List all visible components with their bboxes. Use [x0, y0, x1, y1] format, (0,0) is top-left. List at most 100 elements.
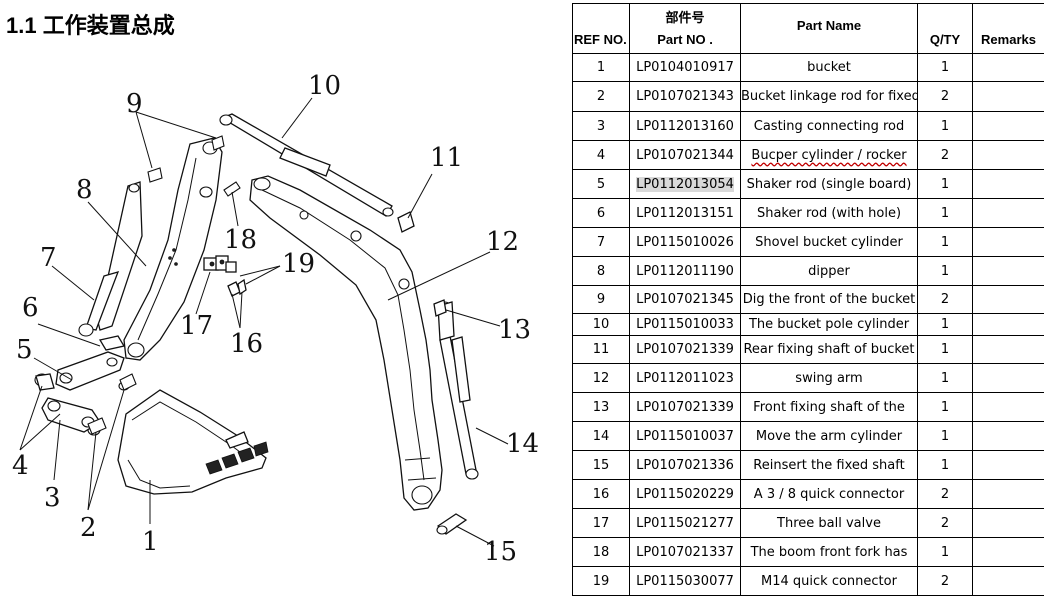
table-row: 5 LP0112013054 Shaker rod (single board)… — [572, 169, 1044, 199]
cell-part-no: LP0107021337 — [629, 537, 741, 567]
callout-1: 1 — [142, 527, 159, 557]
cell-remarks — [972, 566, 1044, 596]
cell-ref: 1 — [572, 53, 630, 82]
boom-fork-pin-drawing — [223, 181, 241, 197]
table-row: 6 LP0112013151 Shaker rod (with hole) 1 — [572, 198, 1044, 228]
cell-part-name: Dig the front of the bucket — [740, 285, 918, 314]
swing-arm-drawing — [249, 175, 443, 511]
cell-qty: 1 — [917, 198, 973, 228]
table-header-row: REF NO. 部件号 Part NO . Part Name Q/TY Rem… — [572, 3, 1044, 54]
part-name-text: Bucper cylinder / rocker — [751, 147, 907, 163]
table-row: 13 LP0107021339 Front fixing shaft of th… — [572, 392, 1044, 422]
cell-part-no: LP0115010037 — [629, 421, 741, 451]
cell-remarks — [972, 363, 1044, 393]
callout-numbers: 1 2 3 4 5 6 7 8 9 10 11 12 13 14 15 16 1… — [12, 71, 539, 567]
cell-remarks — [972, 140, 1044, 170]
cell-part-no: LP0112013160 — [629, 111, 741, 141]
callout-10: 10 — [308, 71, 341, 101]
callout-15: 15 — [484, 537, 517, 567]
header-qty: Q/TY — [917, 3, 973, 54]
cell-ref: 16 — [572, 479, 630, 509]
shaker-rods-drawing — [55, 335, 126, 391]
bucket-drawing — [117, 389, 269, 495]
selected-part-no-text: LP0112013054 — [636, 176, 734, 192]
callout-13: 13 — [498, 315, 531, 345]
bucket-pole-cylinder-drawing — [219, 113, 394, 217]
cell-part-name: M14 quick connector — [740, 566, 918, 596]
bucket-front-pins-drawing — [147, 135, 225, 183]
cell-ref: 14 — [572, 421, 630, 451]
header-part-no-cn: 部件号 — [665, 9, 705, 25]
cell-ref: 10 — [572, 313, 630, 336]
cell-part-no: LP0115030077 — [629, 566, 741, 596]
cell-qty: 1 — [917, 169, 973, 199]
cell-part-name: Reinsert the fixed shaft — [740, 450, 918, 480]
cell-part-no: LP0107021339 — [629, 335, 741, 364]
cell-remarks — [972, 313, 1044, 336]
table-row: 2 LP0107021343 Bucket linkage rod for fi… — [572, 81, 1044, 112]
cell-ref: 2 — [572, 81, 630, 112]
callout-7: 7 — [40, 243, 57, 273]
cell-remarks — [972, 421, 1044, 451]
cell-qty: 1 — [917, 111, 973, 141]
callout-9: 9 — [126, 89, 143, 119]
cell-ref: 13 — [572, 392, 630, 422]
cell-part-name: Casting connecting rod — [740, 111, 918, 141]
cell-remarks — [972, 479, 1044, 509]
cell-remarks — [972, 198, 1044, 228]
cell-ref: 18 — [572, 537, 630, 567]
cell-qty: 2 — [917, 479, 973, 509]
callout-17: 17 — [180, 311, 213, 341]
table-row: 12 LP0112011023 swing arm 1 — [572, 363, 1044, 393]
cell-part-no: LP0107021345 — [629, 285, 741, 314]
cell-part-name: Shaker rod (single board) — [740, 169, 918, 199]
cell-remarks — [972, 227, 1044, 257]
callout-2: 2 — [80, 513, 97, 543]
cell-part-name: Move the arm cylinder — [740, 421, 918, 451]
table-row: 3 LP0112013160 Casting connecting rod 1 — [572, 111, 1044, 141]
cell-part-no: LP0112013151 — [629, 198, 741, 228]
header-remarks: Remarks — [972, 3, 1044, 54]
fixing-shafts-drawing — [397, 211, 447, 317]
cell-part-no: LP0112011190 — [629, 256, 741, 286]
callout-19: 19 — [282, 249, 315, 279]
cell-remarks — [972, 256, 1044, 286]
valves-connectors-drawing — [203, 255, 247, 297]
leader-lines — [19, 97, 509, 547]
cell-part-no: LP0115010026 — [629, 227, 741, 257]
callout-14: 14 — [506, 429, 539, 459]
cell-part-name: Shaker rod (with hole) — [740, 198, 918, 228]
header-part-no-en: Part NO . — [657, 31, 713, 47]
exploded-assembly-diagram: 1 2 3 4 5 6 7 8 9 10 11 12 13 14 15 16 1… — [0, 40, 560, 596]
cell-part-no: LP0104010917 — [629, 53, 741, 82]
cell-ref: 8 — [572, 256, 630, 286]
cell-ref: 19 — [572, 566, 630, 596]
fixed-shaft-drawing — [436, 513, 468, 535]
cell-part-no: LP0115010033 — [629, 313, 741, 336]
parts-list-table: REF NO. 部件号 Part NO . Part Name Q/TY Rem… — [572, 3, 1044, 596]
cell-part-name: Shovel bucket cylinder — [740, 227, 918, 257]
page-title: 1.1 工作装置总成 — [6, 13, 175, 38]
cell-part-name: The bucket pole cylinder — [740, 313, 918, 336]
parts-list-table-container: REF NO. 部件号 Part NO . Part Name Q/TY Rem… — [572, 3, 1044, 596]
cell-remarks — [972, 450, 1044, 480]
cell-ref: 15 — [572, 450, 630, 480]
table-row: 16 LP0115020229 A 3 / 8 quick connector … — [572, 479, 1044, 509]
cell-ref: 3 — [572, 111, 630, 141]
cell-part-no: LP0107021336 — [629, 450, 741, 480]
cell-part-name: Rear fixing shaft of bucket — [740, 335, 918, 364]
cell-remarks — [972, 53, 1044, 82]
table-row: 8 LP0112011190 dipper 1 — [572, 256, 1044, 286]
cell-remarks — [972, 111, 1044, 141]
bucket-linkage-rods-drawing — [87, 373, 137, 435]
cell-part-name: The boom front fork has — [740, 537, 918, 567]
dipper-drawing — [123, 137, 223, 361]
cell-part-no: LP0112011023 — [629, 363, 741, 393]
cell-ref: 12 — [572, 363, 630, 393]
callout-4: 4 — [12, 451, 29, 481]
cell-part-name: Three ball valve — [740, 508, 918, 538]
cell-ref: 6 — [572, 198, 630, 228]
cell-remarks — [972, 392, 1044, 422]
callout-18: 18 — [224, 225, 257, 255]
cell-remarks — [972, 508, 1044, 538]
